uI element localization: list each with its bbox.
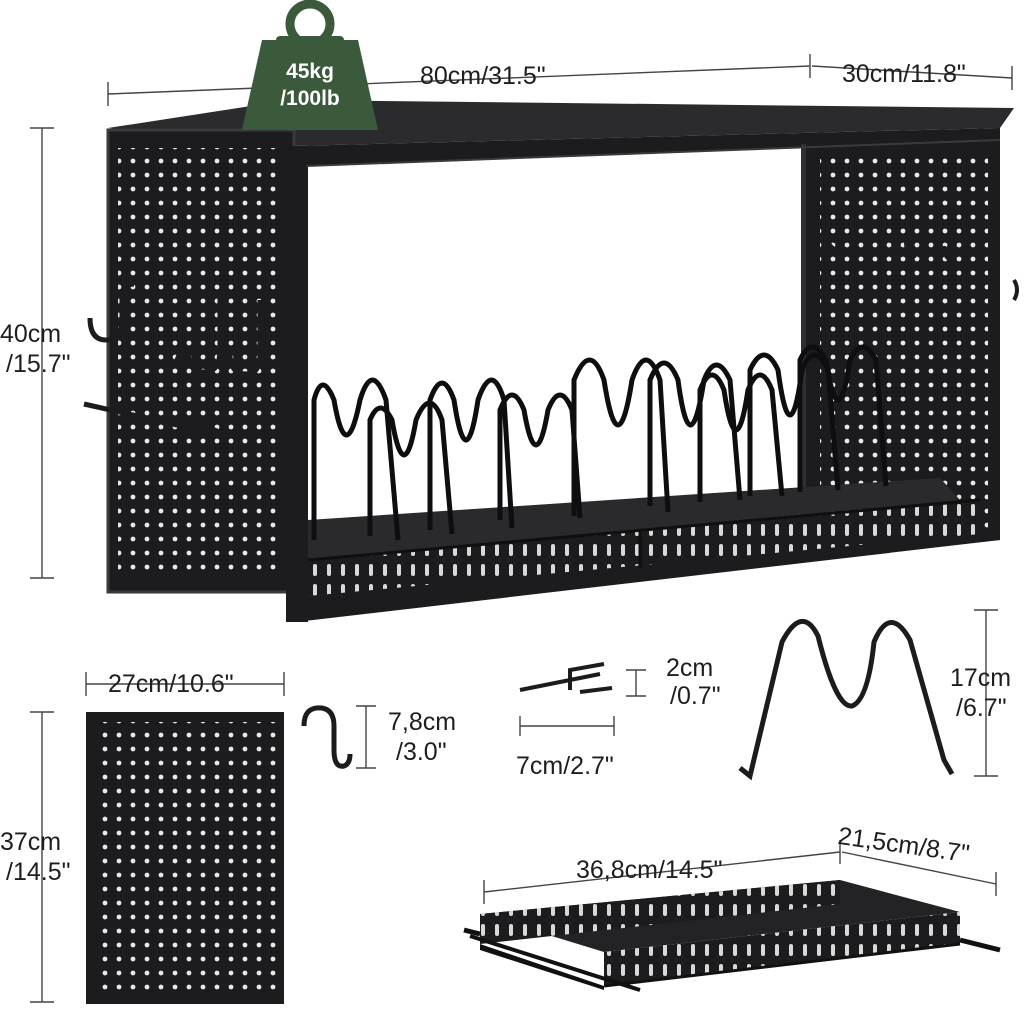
divider-height-label-in: /6.7" <box>956 694 1007 722</box>
s-hook-label-cm: 7,8cm <box>388 708 457 736</box>
peg-hook <box>519 662 613 694</box>
pan-dividers <box>311 344 889 541</box>
s-hook <box>301 705 353 769</box>
width-label: 80cm/31.5" <box>420 62 546 90</box>
pegboard-height-label-cm: 37cm <box>0 828 62 856</box>
weight-capacity-label: 45kg /100lb <box>262 58 358 112</box>
hook-height-label-cm: 2cm <box>666 654 714 682</box>
tray-detail <box>463 880 1001 992</box>
height-label-cm: 40cm <box>0 320 62 348</box>
divider-height-label-cm: 17cm <box>950 664 1012 692</box>
hook-height-label-in: /0.7" <box>670 682 721 710</box>
weight-badge <box>242 0 378 130</box>
weight-kg: 45kg <box>286 60 334 83</box>
pegboard-width-label: 27cm/10.6" <box>108 670 234 698</box>
divider-detail <box>738 618 955 781</box>
height-label-in: /15.7" <box>6 350 71 378</box>
pegboard-height-label-in: /14.5" <box>6 858 71 886</box>
dimension-lines <box>30 54 1013 1003</box>
depth-label: 30cm/11.8" <box>842 60 966 88</box>
wall-shelf-unit <box>83 100 1019 622</box>
tray-length-label: 36,8cm/14.5" <box>576 856 723 884</box>
pegboard-panel <box>86 712 284 1004</box>
hook-length-label: 7cm/2.7" <box>516 752 614 780</box>
right-hooks <box>826 235 1019 302</box>
s-hook-label-in: /3.0" <box>396 738 447 766</box>
weight-lb: /100lb <box>280 87 340 110</box>
left-s-hooks <box>83 281 263 442</box>
